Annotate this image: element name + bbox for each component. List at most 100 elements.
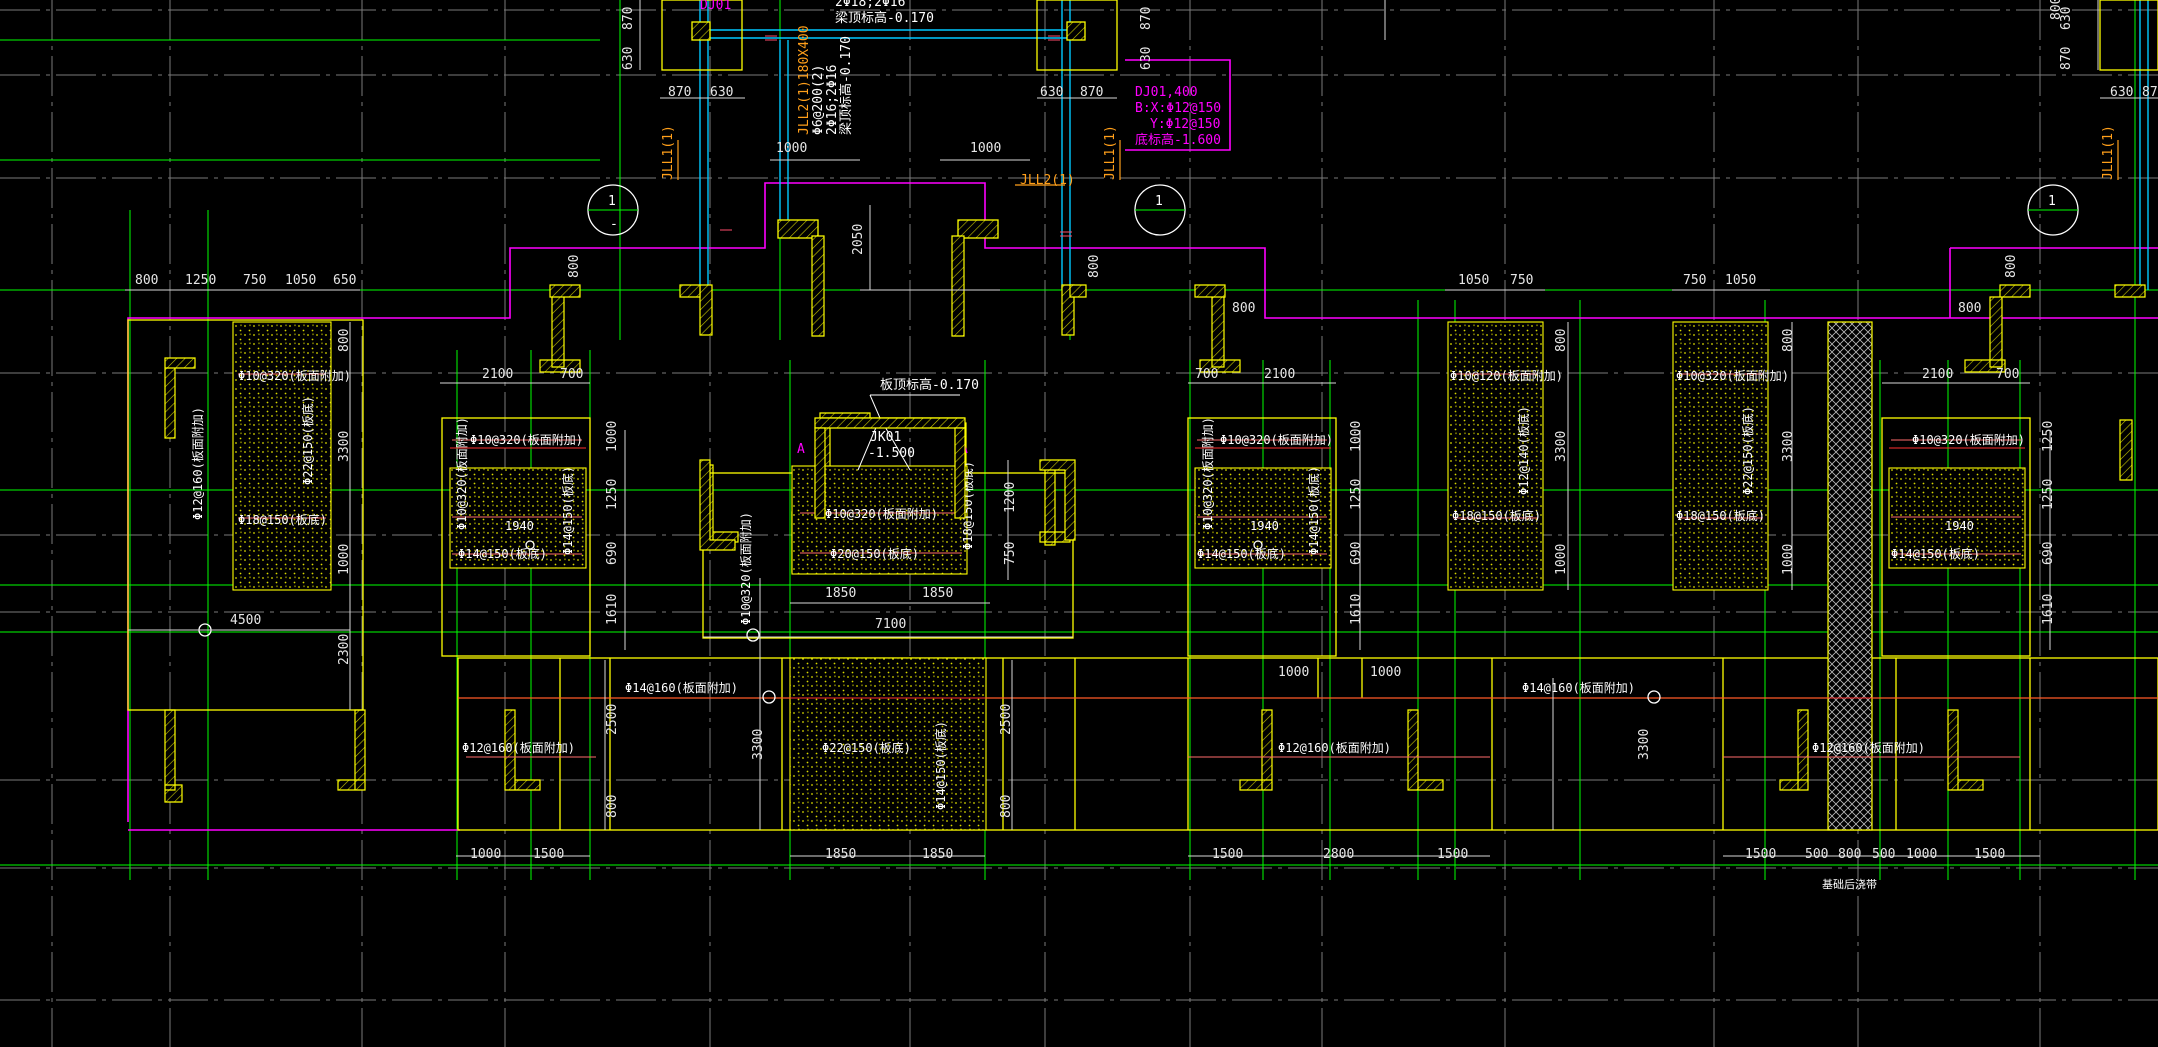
dim-top-11: 630 bbox=[2110, 85, 2133, 100]
rebar-22-150-v: Φ22@150(板底) bbox=[300, 396, 315, 485]
rebar-20-150: Φ20@150(板底) bbox=[830, 546, 919, 561]
rebar-10-320-r: Φ10@320(板面附加) bbox=[1220, 433, 1333, 447]
dim-vc-3: 3300 bbox=[1637, 729, 1652, 760]
dim-b-1500d: 1500 bbox=[1745, 847, 1776, 862]
top-labels: DJ01 2Φ18;2Φ16 梁顶标高-0.170 DJ01,400 B:X:Φ… bbox=[608, 0, 2056, 232]
dim-pier-700b: 700 bbox=[1195, 367, 1218, 382]
rebar-22-150-b: Φ22@150(板底) bbox=[822, 740, 911, 755]
dim-va-2: 1000 bbox=[337, 544, 352, 575]
label-jll2-b: Φ6@200(2) bbox=[811, 65, 826, 135]
dim-row-1050b: 1050 bbox=[1458, 273, 1489, 288]
dim-v800-2: 800 bbox=[567, 255, 582, 278]
dim-pit-7100: 7100 bbox=[875, 617, 906, 632]
rebar-10-320-v: Φ10@320(板面附加) bbox=[455, 417, 469, 530]
dim-v800-4: 800 bbox=[1232, 301, 1255, 316]
label-dj-bx: B:X:Φ12@150 bbox=[1135, 101, 1221, 116]
label-section-a1: A bbox=[797, 442, 805, 457]
dotted-zones bbox=[232, 321, 2026, 831]
rebar-10-320-pit: Φ10@320(板面附加) bbox=[825, 507, 938, 521]
label-jll2-right: JLL2(1) bbox=[1020, 173, 1075, 188]
dim-vb-1: 1000 bbox=[605, 421, 620, 452]
label-jll2-a: JLL2(1)180X400 bbox=[797, 25, 812, 135]
dim-vb-4: 1610 bbox=[605, 594, 620, 625]
dim-row-1050c: 1050 bbox=[1725, 273, 1756, 288]
dim-pier-2100b: 2100 bbox=[1264, 367, 1295, 382]
rebar-labels: Φ10@320(板面附加) Φ18@150(板底) Φ10@320(板面附加) … bbox=[238, 369, 2025, 755]
rebar-10-320-b: Φ10@320(板面附加) bbox=[470, 433, 583, 447]
dim-top-1: 870 bbox=[621, 7, 636, 30]
rebar-10-320-a: Φ10@320(板面附加) bbox=[238, 369, 351, 383]
dim-row-800: 800 bbox=[135, 273, 158, 288]
dim-top-12: 870 bbox=[2142, 85, 2158, 100]
rebar-10-120: Φ10@120(板面附加) bbox=[1450, 369, 1563, 383]
label-jll1-left: JLL1(1) bbox=[661, 125, 676, 180]
dim-v800-5: 800 bbox=[1554, 329, 1569, 352]
dim-vb-9: 1250 bbox=[2041, 421, 2056, 452]
dim-top-3: 870 bbox=[668, 85, 691, 100]
dim-top-15: 2050 bbox=[851, 224, 866, 255]
label-jll1-right: JLL1(1) bbox=[2101, 125, 2116, 180]
dim-pit-4500: 4500 bbox=[230, 613, 261, 628]
dimension-lines bbox=[125, 0, 2158, 857]
rebar-12-160: Φ12@160(板面附加) bbox=[462, 741, 575, 755]
label-jll1-mid: JLL1(1) bbox=[1103, 125, 1118, 180]
rebar-12-160-far: Φ12@160(板面附加) bbox=[1812, 741, 1925, 755]
rebar-14-150-r: Φ14@150(板底) bbox=[1197, 546, 1286, 561]
dim-b-1850a: 1850 bbox=[825, 847, 856, 862]
dim-va-1: 3300 bbox=[337, 431, 352, 462]
vertical-800-dims: 800 800 800 800 800 800 800 800 800 bbox=[337, 0, 2064, 352]
dim-va-9: 3300 bbox=[1554, 431, 1569, 462]
label-axis-far: 1 bbox=[2048, 194, 2056, 209]
label-jll2-d: 梁顶标高-0.170 bbox=[838, 36, 854, 135]
rebar-14-150-b: Φ14@150(板底) bbox=[933, 721, 948, 810]
label-jk01-top: 板顶标高-0.170 bbox=[880, 377, 979, 393]
dim-top-10: 870 bbox=[2059, 47, 2074, 70]
dim-b-500b: 500 bbox=[1872, 847, 1895, 862]
dim-b-1500c: 1500 bbox=[1437, 847, 1468, 862]
rebar-12-140: Φ12@140(板底) bbox=[1516, 406, 1531, 495]
dim-pier-700c: 700 bbox=[1996, 367, 2019, 382]
dim-v800-7: 800 bbox=[2004, 255, 2019, 278]
dim-v800-9: 800 bbox=[2049, 0, 2064, 20]
rebar-14-150-v: Φ14@150(板底) bbox=[560, 466, 575, 555]
dim-mid-1000b: 1000 bbox=[1370, 665, 1401, 680]
rebar-leader-lines bbox=[238, 373, 2021, 758]
cyan-beams bbox=[699, 0, 2149, 290]
rebar-10-320-pv: Φ10@320(板面附加) bbox=[739, 512, 753, 625]
post-cast-strip bbox=[1827, 321, 1873, 831]
dim-row-750: 750 bbox=[243, 273, 266, 288]
dim-pit-1850b: 1850 bbox=[922, 586, 953, 601]
dim-top-2: 630 bbox=[621, 47, 636, 70]
dim-vb-3: 690 bbox=[605, 542, 620, 565]
dim-b-1500b: 1500 bbox=[1212, 847, 1243, 862]
top-small-dims: 870 630 870 630 870 630 630 870 630 870 … bbox=[621, 7, 2158, 255]
dim-b-1500: 1500 bbox=[533, 847, 564, 862]
dim-pier-700a: 700 bbox=[560, 367, 583, 382]
dim-row-1250: 1250 bbox=[185, 273, 216, 288]
center-dims: 1850 1850 7100 4500 1000 1000 bbox=[230, 586, 1401, 680]
rebar-10-320-rx: Φ10@320(板面附加) bbox=[1676, 369, 1789, 383]
rebar-14-150-a: Φ14@150(板底) bbox=[458, 546, 547, 561]
dim-v800-8: 800 bbox=[1958, 301, 1981, 316]
rebar-14-150-rv: Φ14@150(板底) bbox=[1306, 466, 1321, 555]
dim-vb-12: 1610 bbox=[2041, 594, 2056, 625]
dim-b-800: 800 bbox=[1838, 847, 1861, 862]
dim-top-9: 630 bbox=[2059, 7, 2074, 30]
dim-b-1000b: 1000 bbox=[1906, 847, 1937, 862]
dim-pier-2100a: 2100 bbox=[482, 367, 513, 382]
label-dj01: DJ01 bbox=[700, 0, 731, 13]
dim-vb-7: 690 bbox=[1349, 542, 1364, 565]
rebar-10-320-rr: Φ10@320(板面附加) bbox=[1201, 417, 1215, 530]
magenta-outline bbox=[127, 59, 2158, 831]
dim-vb-2: 1250 bbox=[605, 479, 620, 510]
rebar-1940-a: 1940 bbox=[505, 519, 534, 533]
label-axis-left: 1 bbox=[608, 194, 616, 209]
label-axis-right: 1 bbox=[1155, 194, 1163, 209]
label-jk01: JK01 bbox=[870, 430, 901, 445]
dim-vc-7: 800 bbox=[999, 795, 1014, 818]
dim-top-14: 1000 bbox=[970, 141, 1001, 156]
label-dj-elev: 底标高-1.600 bbox=[1135, 132, 1221, 148]
dim-top-13: 1000 bbox=[776, 141, 807, 156]
dim-row-1050: 1050 bbox=[285, 273, 316, 288]
